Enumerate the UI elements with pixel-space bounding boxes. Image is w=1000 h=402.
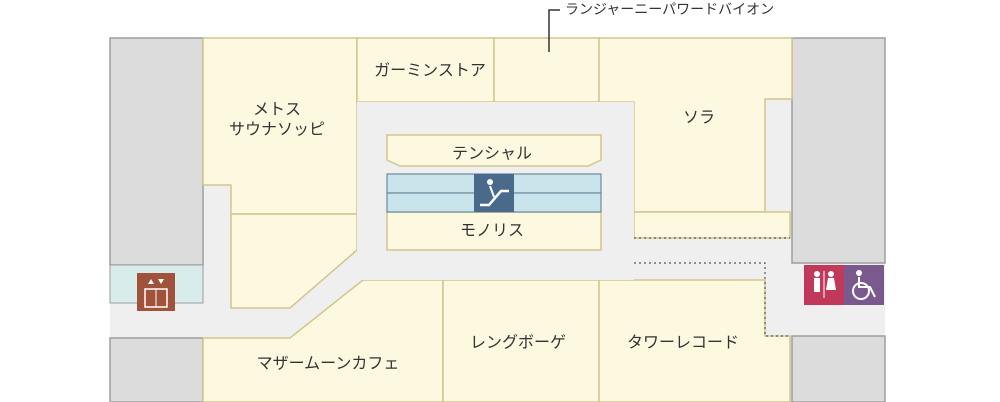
left-wall-lower [109, 337, 204, 402]
shop-corner[interactable] [230, 213, 358, 309]
callout-line [548, 9, 560, 52]
right-wall-upper [791, 37, 886, 264]
escalator-icon[interactable] [474, 174, 514, 212]
shop-right-strip[interactable] [633, 211, 791, 239]
shop-tenshal[interactable] [386, 134, 602, 167]
right-wall-lower [791, 335, 886, 402]
label-rengbooge: レングボーゲ [470, 333, 566, 352]
label-garmin: ガーミンストア [374, 61, 486, 80]
label-sola: ソラ [683, 108, 715, 127]
shop-ranjourney[interactable] [493, 37, 600, 103]
label-tenshal: テンシャル [452, 144, 532, 163]
left-wall-upper [109, 37, 204, 266]
shop-rengbooge[interactable] [442, 279, 600, 402]
label-monolith: モノリス [460, 221, 524, 240]
restroom-icon[interactable] [804, 265, 844, 305]
shop-monolith[interactable] [386, 211, 602, 251]
label-towerrecords: タワーレコード [627, 333, 739, 352]
elevator-icon[interactable] [137, 273, 175, 311]
callout-label: ランジャーニーパワードバイオン [565, 2, 774, 18]
wheelchair-icon[interactable] [844, 265, 884, 305]
label-metos-1: メトス [253, 100, 301, 119]
dotted-route-2 [634, 262, 790, 337]
label-mothermoon: マザームーンカフェ [257, 354, 400, 373]
label-metos-2: サウナソッピ [229, 120, 325, 139]
shop-towerrecords[interactable] [598, 279, 791, 402]
